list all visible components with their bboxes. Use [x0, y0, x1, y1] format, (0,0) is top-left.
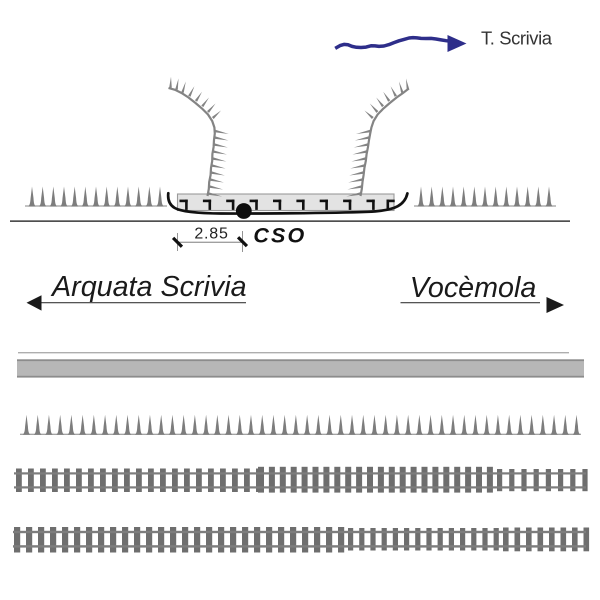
svg-text:Vocèmola: Vocèmola: [410, 272, 537, 304]
svg-text:T. Scrivia: T. Scrivia: [481, 27, 553, 48]
svg-text:2.85: 2.85: [194, 226, 228, 243]
svg-text:Arquata Scrivia: Arquata Scrivia: [50, 271, 247, 303]
svg-text:CSO: CSO: [253, 224, 306, 248]
